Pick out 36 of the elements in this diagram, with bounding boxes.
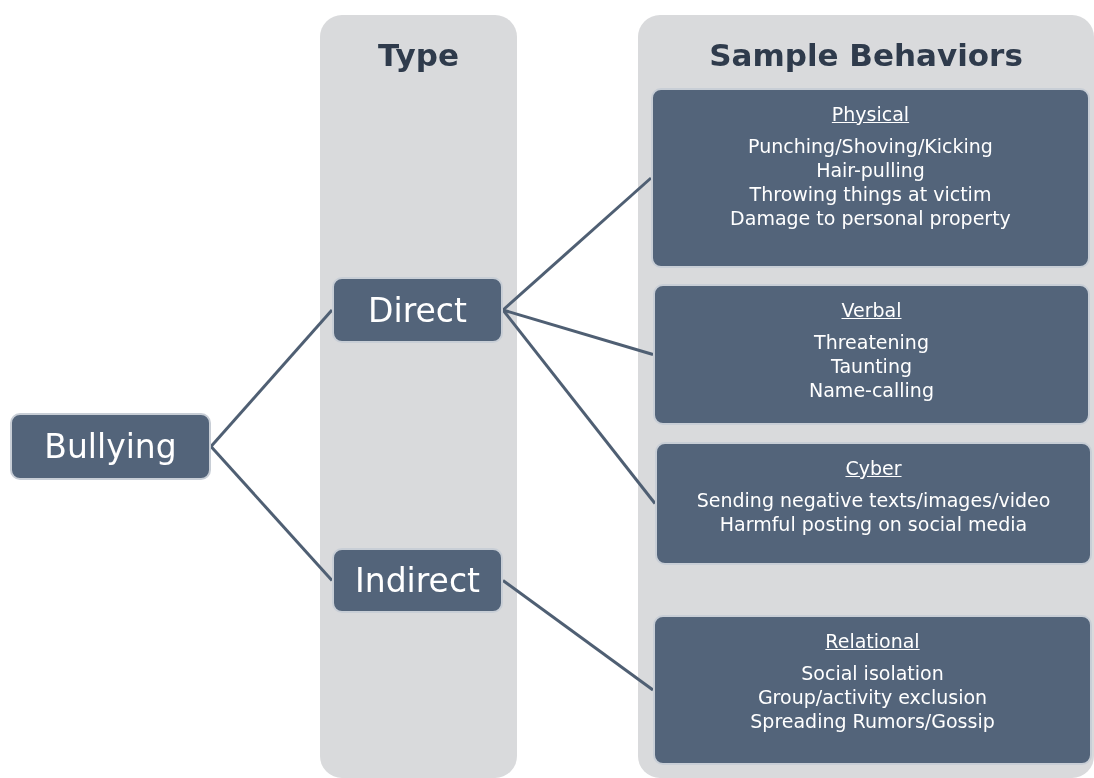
behavior-text: Sending negative texts/images/video [696, 488, 1051, 512]
behavior-text: Group/activity exclusion [757, 685, 988, 709]
category-box [653, 284, 1090, 425]
behavior-text: Punching/Shoving/Kicking [748, 134, 993, 158]
column-band [638, 15, 1094, 778]
behavior-text: Damage to personal property [730, 206, 1011, 230]
node-label: Direct [368, 290, 467, 330]
behavior-text: Harmful posting on social media [719, 512, 1028, 536]
category-box [655, 442, 1092, 565]
behavior-text: Hair-pulling [816, 158, 925, 182]
connector-line [209, 309, 334, 448]
behavior-text: Taunting [831, 354, 912, 378]
connector-line [209, 445, 334, 582]
node-box [332, 277, 503, 343]
category-title: Cyber [845, 456, 902, 480]
connector-line [502, 308, 654, 356]
node-label: Bullying [44, 427, 177, 466]
column-band [320, 15, 517, 778]
node-label: Indirect [355, 561, 480, 600]
node-box [10, 413, 211, 480]
connector-line [502, 579, 654, 692]
category-box [653, 615, 1092, 765]
column-heading: Sample Behaviors [708, 37, 1024, 73]
behavior-text: Threatening [814, 330, 929, 354]
behavior-text: Name-calling [809, 378, 934, 402]
behavior-text: Spreading Rumors/Gossip [750, 709, 995, 733]
connector-line [502, 176, 652, 312]
category-title: Verbal [841, 298, 902, 322]
category-title: Physical [831, 102, 910, 126]
column-heading: Type [377, 37, 460, 73]
category-box [651, 88, 1090, 268]
category-title: Relational [825, 629, 920, 653]
behavior-text: Throwing things at victim [749, 182, 992, 206]
connector-line [501, 309, 657, 505]
behavior-text: Social isolation [801, 661, 944, 685]
node-box [332, 548, 503, 613]
